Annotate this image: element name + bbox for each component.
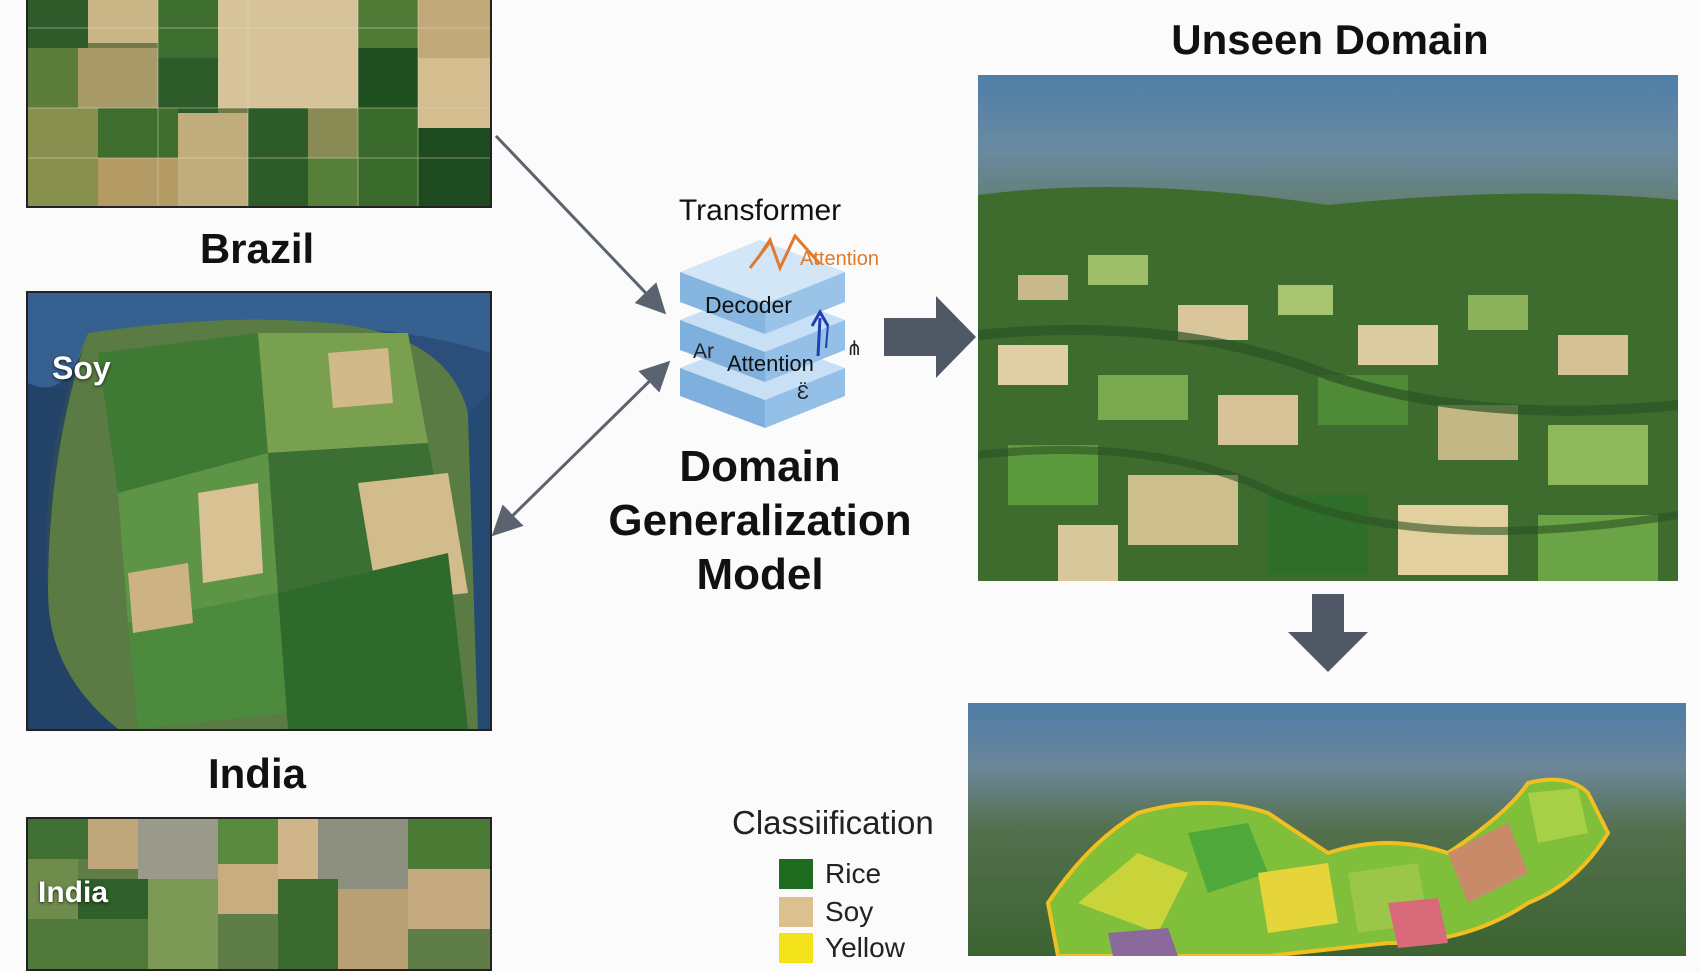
legend-label-yellow: Yellow — [825, 932, 905, 963]
model-title-line-2: Generalization — [608, 496, 912, 545]
legend-swatch-soy — [779, 897, 813, 927]
farmland-image-india — [26, 817, 492, 971]
legend-swatch-rice — [779, 859, 813, 889]
layer-fragment-left: Ar — [693, 340, 714, 363]
decoder-label: Decoder — [705, 292, 792, 318]
classified-output-image — [968, 703, 1686, 956]
model-title: Domain Generalization Model — [580, 440, 940, 602]
overlay-label-soy: Soy — [52, 350, 111, 386]
layer-attention-label: Attention — [727, 351, 814, 376]
unseen-domain-image — [978, 75, 1678, 581]
transformer-stack — [680, 233, 845, 428]
label-brazil: Brazil — [199, 225, 315, 272]
legend-item-soy: Soy — [779, 896, 873, 928]
arrow-model-to-brazil — [491, 360, 671, 537]
block-arrow-down — [1288, 594, 1368, 672]
connector-arrows — [491, 134, 671, 537]
model-title-line-3: Model — [696, 550, 824, 599]
overlay-label-india: India — [38, 876, 109, 909]
block-arrow-right — [884, 296, 976, 378]
arrow-top-to-model — [494, 134, 667, 315]
attention-top-label: Attention — [800, 248, 879, 270]
label-india: India — [207, 750, 306, 797]
unseen-domain-title: Unseen Domain — [1171, 16, 1489, 63]
legend-item-yellow: Yellow — [779, 932, 905, 964]
fragment-bottom: Ɛ̈ — [797, 382, 810, 404]
legend-label-soy: Soy — [825, 896, 874, 927]
legend-title: Classiification — [732, 804, 934, 841]
legend-item-rice: Rice — [779, 858, 881, 890]
farmland-image-brazil — [26, 291, 492, 731]
legend-swatch-yellow — [779, 933, 813, 963]
legend-label-rice: Rice — [825, 858, 882, 889]
farmland-image-top — [26, 0, 492, 208]
model-title-line-1: Domain — [679, 442, 841, 491]
transformer-label: Transformer — [678, 194, 842, 227]
fragment-right: ⋔ — [846, 338, 863, 360]
